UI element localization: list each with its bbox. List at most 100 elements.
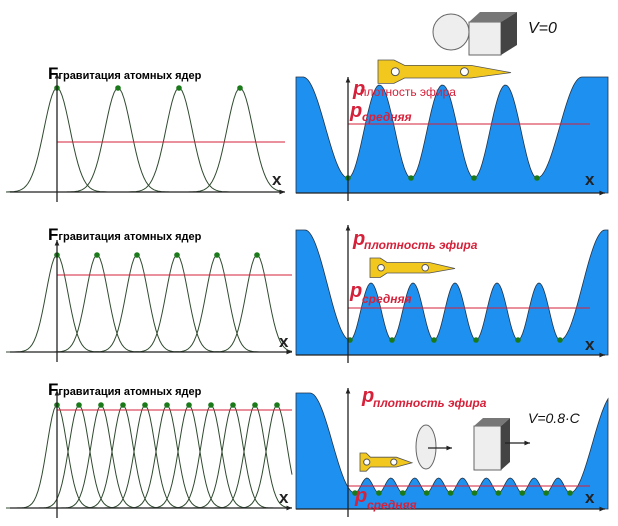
nucleus-dot [515,337,521,343]
nucleus-dot [447,490,454,496]
nucleus-dot [94,252,100,258]
nucleus-dot [252,402,258,408]
x-axis-right-head [599,506,605,512]
x-axis-left-head [286,349,292,355]
nucleus-dot [176,85,182,91]
nucleus-dot [376,490,382,496]
nucleus-dot [557,337,563,343]
cube-rest-front [468,21,502,56]
rho-sub-2: плотность эфира [364,238,478,252]
nucleus-dot [519,490,526,496]
contracted-cube-top [474,418,510,426]
rho-axis-head [345,77,351,83]
gravity-title-2: Fгравитация атомных ядер [48,225,202,244]
ship-rest-atom [459,67,469,77]
x-axis-left-head [286,505,292,511]
motion-arrow-1-head [446,445,452,451]
gravity-title-3: Fгравитация атомных ядер [48,380,202,399]
gravity-curve [6,87,285,193]
rho-avg-label-1: p [350,100,363,122]
x-axis-right-head [599,190,605,196]
rho-label-1: p [353,78,366,100]
motion-arrow-2-head [524,440,530,446]
gravity-curve [6,254,292,353]
gravity-curve [6,254,292,353]
nucleus-dot [534,175,540,181]
x-axis-left-head [279,189,285,195]
gravity-curve [6,254,293,353]
nucleus-dot [495,490,502,496]
nucleus-dot [142,402,148,408]
ship-moving-3-atom [390,458,398,466]
rho-avg-label-3: p [355,485,368,507]
nucleus-dot [174,252,180,258]
gravity-title-1: Fгравитация атомных ядер [48,64,202,83]
ship-rest [377,59,512,84]
rho-avg-sub-3: средняя [367,498,417,512]
nucleus-dot [471,175,477,181]
rho-avg-sub-2: средняя [362,292,412,306]
nucleus-dot [389,337,395,343]
rho-label-3: p [362,385,375,407]
nucleus-dot [98,402,104,408]
ship-moving-2 [369,257,456,278]
x-label-right-3: x [585,488,595,507]
gravity-curve [6,254,292,353]
nucleus-dot [186,402,192,408]
f-axis-head [54,73,60,79]
gravity-curve [6,254,292,353]
rho-avg-sub-1: средняя [362,110,412,124]
nucleus-dot [237,85,243,91]
contracted-cube-side [501,418,510,470]
rho-axis-head [345,388,351,394]
nucleus-dot [408,175,414,181]
nucleus-dot [76,402,82,408]
x-axis-right-head [599,352,605,358]
ship-moving-2-atom [421,263,430,272]
velocity-moving: V=0.8·C [528,410,580,426]
rho-label-2: p [353,228,366,250]
f-axis-head [54,240,60,246]
nucleus-dot [208,402,214,408]
gravity-curve [5,87,284,193]
nucleus-dot [274,402,280,408]
gravity-curve [6,87,284,193]
cube-rest-side [501,12,517,55]
nucleus-dot [120,402,126,408]
rho-sub-1: плотность эфира [360,85,456,99]
rho-sub-3: плотность эфира [373,396,487,410]
x-label-left-3: x [279,488,289,507]
gravity-curve [6,254,292,353]
rho-avg-label-2: p [350,280,363,302]
velocity-rest: V=0 [528,20,557,37]
rho-axis-head [345,225,351,231]
nucleus-dot [471,490,478,496]
ship-moving-2-atom [377,263,385,272]
nucleus-dot [399,490,406,496]
x-label-right-2: x [585,335,595,354]
nucleus-dot [134,252,140,258]
nucleus-dot [567,490,573,496]
nucleus-dot [431,337,437,343]
nucleus-dot [164,402,170,408]
x-label-left-1: x [272,170,282,189]
nucleus-dot [254,252,260,258]
sphere-rest [432,13,470,51]
ship-rest-atom [390,67,400,77]
nucleus-dot [423,490,430,496]
f-axis-head [54,390,60,396]
nucleus-dot [115,85,121,91]
x-label-right-1: x [585,170,595,189]
x-label-left-2: x [279,332,289,351]
contracted-sphere [415,424,437,470]
ship-moving-3-atom [363,458,371,466]
ship-moving-3 [359,452,414,472]
nucleus-dot [473,337,479,343]
nucleus-dot [230,402,236,408]
gravity-curve [6,405,293,509]
nucleus-dot [543,490,549,496]
contracted-cube-front [473,425,502,471]
nucleus-dot [352,490,358,496]
